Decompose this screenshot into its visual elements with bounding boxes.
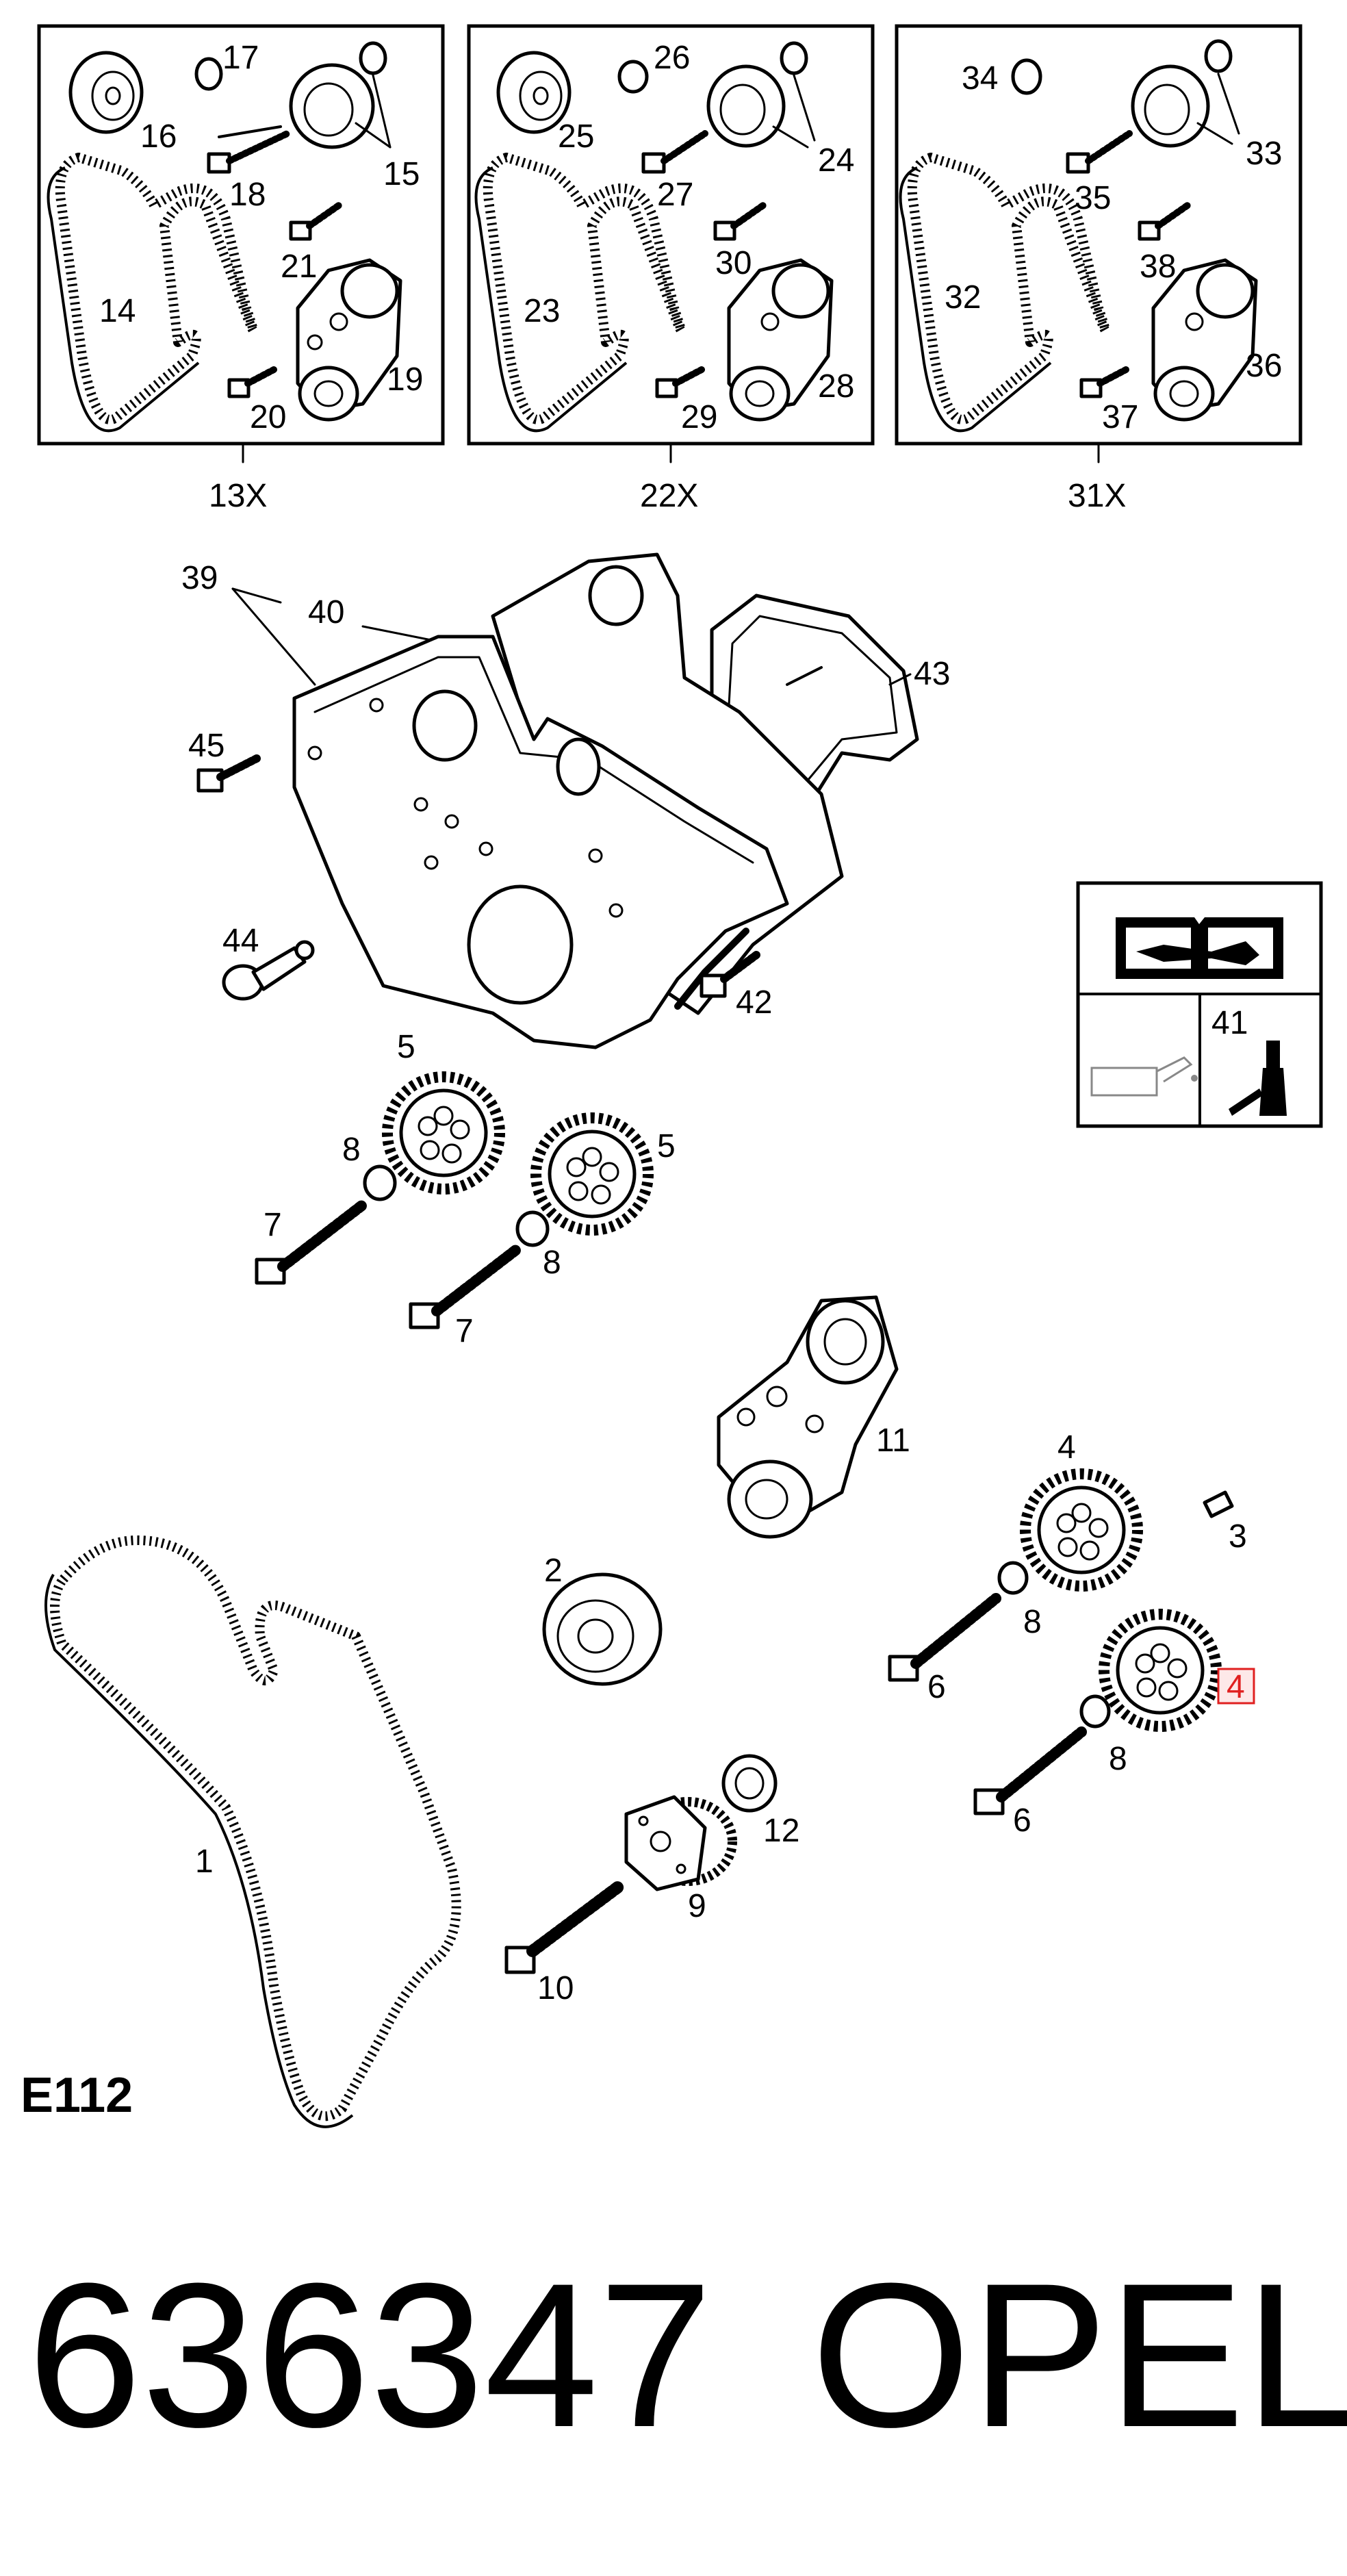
callout-42: 42 xyxy=(736,984,772,1021)
callout-35: 35 xyxy=(1075,180,1111,216)
callout-26: 26 xyxy=(654,40,690,76)
timing-covers: 39 40 43 xyxy=(181,552,950,1049)
cam-gear-4-lower: 4 8 6 xyxy=(973,1609,1255,1839)
oil-can-icon xyxy=(1090,1056,1198,1097)
callout-40: 40 xyxy=(308,594,344,630)
legend-box: 41 xyxy=(1076,881,1323,1128)
callout-25: 25 xyxy=(558,118,594,155)
callout-7a: 7 xyxy=(264,1207,282,1243)
figure-code: E112 xyxy=(21,2068,133,2123)
crank-sprocket-9: 9 xyxy=(624,1795,737,1924)
callout-43: 43 xyxy=(914,656,950,692)
kit-panel-22x: 26 25 24 27 30 23 28 29 xyxy=(467,24,875,463)
callout-44: 44 xyxy=(222,923,259,959)
callout-6b: 6 xyxy=(1013,1802,1031,1839)
callout-14: 14 xyxy=(99,293,136,329)
kit-label-31x: 31X xyxy=(1068,478,1126,514)
cam-gear-4-upper: 4 8 6 xyxy=(888,1429,1143,1705)
callout-10: 10 xyxy=(537,1970,574,2006)
callout-16: 16 xyxy=(140,118,177,155)
callout-6a: 6 xyxy=(927,1669,946,1705)
callout-5b: 5 xyxy=(657,1128,676,1164)
cam-gear-lower: 5 8 7 xyxy=(409,1112,676,1349)
callout-2: 2 xyxy=(544,1553,563,1589)
kit-panel-13x: 17 16 15 18 21 14 19 20 xyxy=(37,24,445,463)
callout-18: 18 xyxy=(229,177,266,213)
bolt-42: 42 xyxy=(700,951,772,1021)
kit-panel-31x: 34 33 35 38 32 36 37 xyxy=(895,24,1303,463)
callout-8b: 8 xyxy=(543,1245,561,1281)
callout-8c: 8 xyxy=(1023,1604,1042,1640)
callout-39: 39 xyxy=(181,560,218,596)
callout-37: 37 xyxy=(1102,399,1138,435)
callout-4-highlighted: 4 xyxy=(1227,1669,1245,1705)
callout-30: 30 xyxy=(715,245,752,281)
sealant-tube-icon xyxy=(1229,1041,1287,1116)
tensioner-11: 11 xyxy=(717,1295,910,1539)
pin-44: 44 xyxy=(222,923,315,1001)
callout-23: 23 xyxy=(524,293,560,329)
part-number: 636347 xyxy=(27,2240,713,2470)
callout-29: 29 xyxy=(681,399,717,435)
callout-19: 19 xyxy=(387,361,423,398)
callout-15: 15 xyxy=(383,156,420,192)
kit-label-13x: 13X xyxy=(209,478,267,514)
kit-label-22x: 22X xyxy=(640,478,698,514)
callout-27: 27 xyxy=(657,177,693,213)
callout-34: 34 xyxy=(962,60,998,97)
highlight-box-4 xyxy=(1217,1668,1255,1705)
callout-45: 45 xyxy=(188,728,224,764)
callout-36: 36 xyxy=(1246,348,1282,384)
callout-17: 17 xyxy=(222,40,259,76)
callout-28: 28 xyxy=(818,368,854,405)
callout-20: 20 xyxy=(250,399,286,435)
brand-name: OPEL xyxy=(811,2240,1347,2470)
spacer-12: 12 xyxy=(721,1754,799,1849)
callout-12: 12 xyxy=(763,1813,799,1849)
callout-8a: 8 xyxy=(342,1132,361,1168)
bolt-45: 45 xyxy=(188,728,261,793)
callout-41: 41 xyxy=(1211,1005,1248,1041)
callout-32: 32 xyxy=(945,279,981,316)
callout-38: 38 xyxy=(1140,248,1176,285)
bolt-10: 10 xyxy=(504,1880,626,2006)
callout-7b: 7 xyxy=(455,1313,474,1349)
callout-21: 21 xyxy=(281,248,317,285)
callout-24: 24 xyxy=(818,142,854,179)
callout-11: 11 xyxy=(876,1423,910,1459)
callout-5a: 5 xyxy=(397,1029,415,1065)
manual-wrench-icon xyxy=(1116,917,1283,979)
callout-3: 3 xyxy=(1229,1518,1247,1555)
dowel-3: 3 xyxy=(1203,1490,1247,1555)
callout-9: 9 xyxy=(688,1888,706,1924)
cam-gear-upper: 5 8 7 xyxy=(255,1029,505,1285)
callout-8d: 8 xyxy=(1109,1741,1127,1777)
callout-33: 33 xyxy=(1246,136,1282,172)
idler-pulley-2: 2 xyxy=(542,1553,663,1686)
timing-belt-1: 1 xyxy=(44,1535,461,2128)
callout-4: 4 xyxy=(1057,1429,1076,1466)
callout-1: 1 xyxy=(195,1844,214,1880)
